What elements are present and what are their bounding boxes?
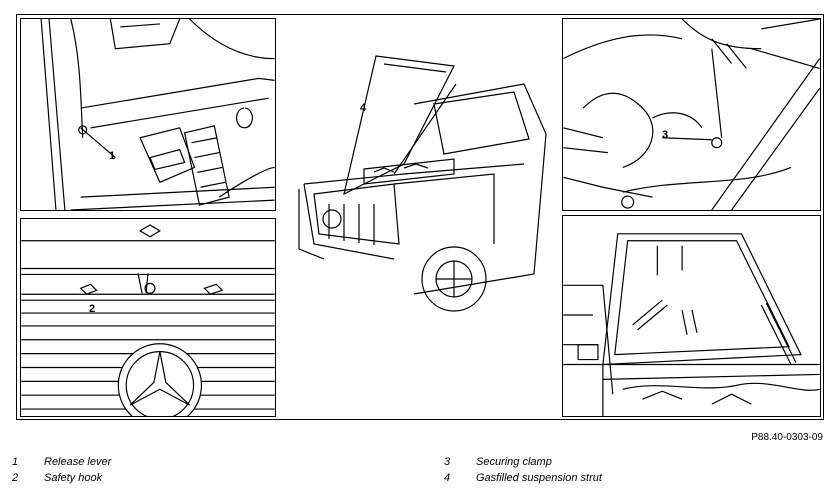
release-lever-illustration (40, 19, 275, 210)
panel-vehicle: 4 (284, 44, 554, 334)
safety-hook-illustration (21, 224, 275, 416)
callout-3: 3 (662, 129, 669, 141)
callout-1: 1 (109, 150, 116, 162)
panel-suspension-strut (562, 215, 821, 417)
panel-safety-hook: 2 (20, 218, 276, 417)
suspension-strut-illustration (563, 233, 820, 416)
legend-item: 3 Securing clamp (444, 456, 552, 468)
panel-release-lever: 1 (20, 18, 276, 211)
figure-reference: P88.40-0303-09 (751, 432, 823, 443)
legend-item: 4 Gasfilled suspension strut (444, 472, 602, 484)
legend-right: 3 Securing clamp 4 Gasfilled suspension … (444, 454, 602, 486)
legend-item: 1 Release lever (12, 456, 112, 468)
panel-securing-clamp: 3 (562, 18, 821, 211)
securing-clamp-illustration (563, 19, 820, 210)
vehicle-illustration (298, 55, 547, 312)
legend-left: 1 Release lever 2 Safety hook (12, 454, 111, 486)
figure-frame (16, 14, 824, 420)
callout-2: 2 (89, 303, 96, 315)
legend-item: 2 Safety hook (12, 472, 103, 484)
callout-4: 4 (360, 102, 367, 114)
